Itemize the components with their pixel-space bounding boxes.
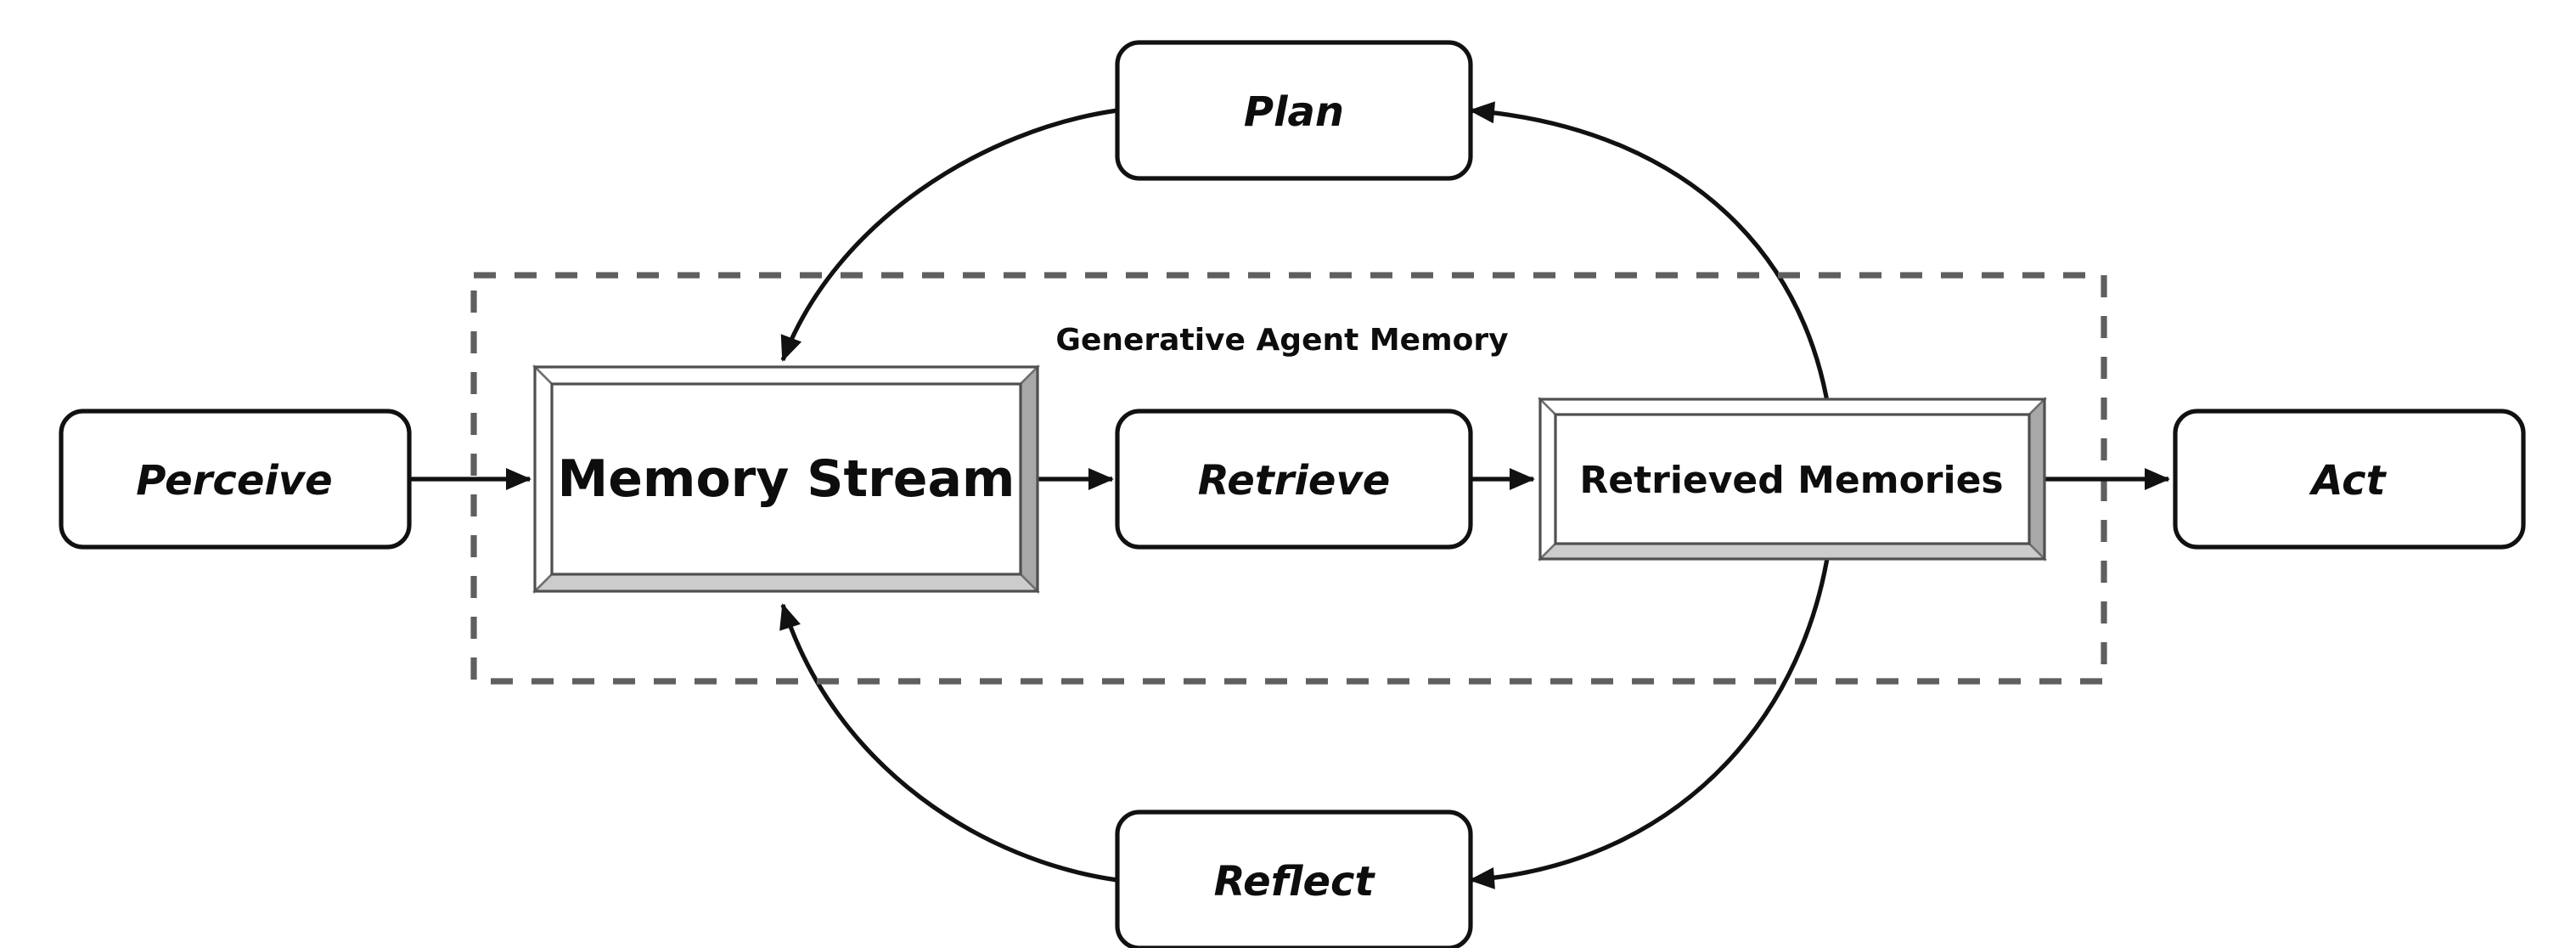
memory-stream-label: Memory Stream (558, 449, 1015, 509)
node-retrieve: Retrieve (1115, 409, 1473, 550)
retrieve-label: Retrieve (1198, 457, 1391, 505)
node-act: Act (2173, 409, 2526, 550)
retrieved-memories-bevel-right (2028, 396, 2046, 562)
act-label: Act (2308, 457, 2387, 505)
memory-stream-bevel-left (533, 364, 554, 595)
node-retrieved-memories: Retrieved Memories (1537, 396, 2048, 562)
memory-stream-bevel-bottom (532, 573, 1041, 593)
perceive-label: Perceive (136, 457, 332, 505)
generative-agent-memory-label: Generative Agent Memory (1055, 323, 1508, 358)
retrieved-memories-outer-border (1538, 398, 2046, 561)
node-perceive: Perceive (59, 409, 412, 550)
retrieved-memories-label: Retrieved Memories (1579, 459, 2003, 502)
act-box (2173, 409, 2526, 550)
retrieved-memories-bevel-left (1538, 396, 1557, 562)
node-reflect: Reflect (1115, 810, 1473, 948)
generative-agent-memory-boundary (470, 272, 2107, 685)
node-plan: Plan (1115, 40, 1473, 181)
node-memory-stream: Memory Stream (532, 364, 1041, 595)
plan-label: Plan (1244, 88, 1344, 136)
perceive-box (59, 409, 412, 550)
arrow-reflect-to-memory-stream (779, 603, 1118, 883)
retrieve-box (1115, 409, 1473, 550)
memory-stream-bevel-top (532, 365, 1041, 386)
reflect-box (1115, 810, 1473, 948)
retrieved-memories-bevel-top (1537, 398, 2048, 416)
arrow-plan-to-memory-stream (780, 108, 1118, 362)
retrieved-memories-inner-panel (1554, 413, 2031, 545)
reflect-label: Reflect (1214, 858, 1376, 906)
plan-box (1115, 40, 1473, 181)
memory-stream-inner-panel (550, 382, 1022, 576)
memory-stream-outer-border (533, 365, 1039, 593)
memory-stream-bevel-right (1019, 364, 1039, 595)
retrieved-memories-bevel-bottom (1537, 542, 2048, 561)
